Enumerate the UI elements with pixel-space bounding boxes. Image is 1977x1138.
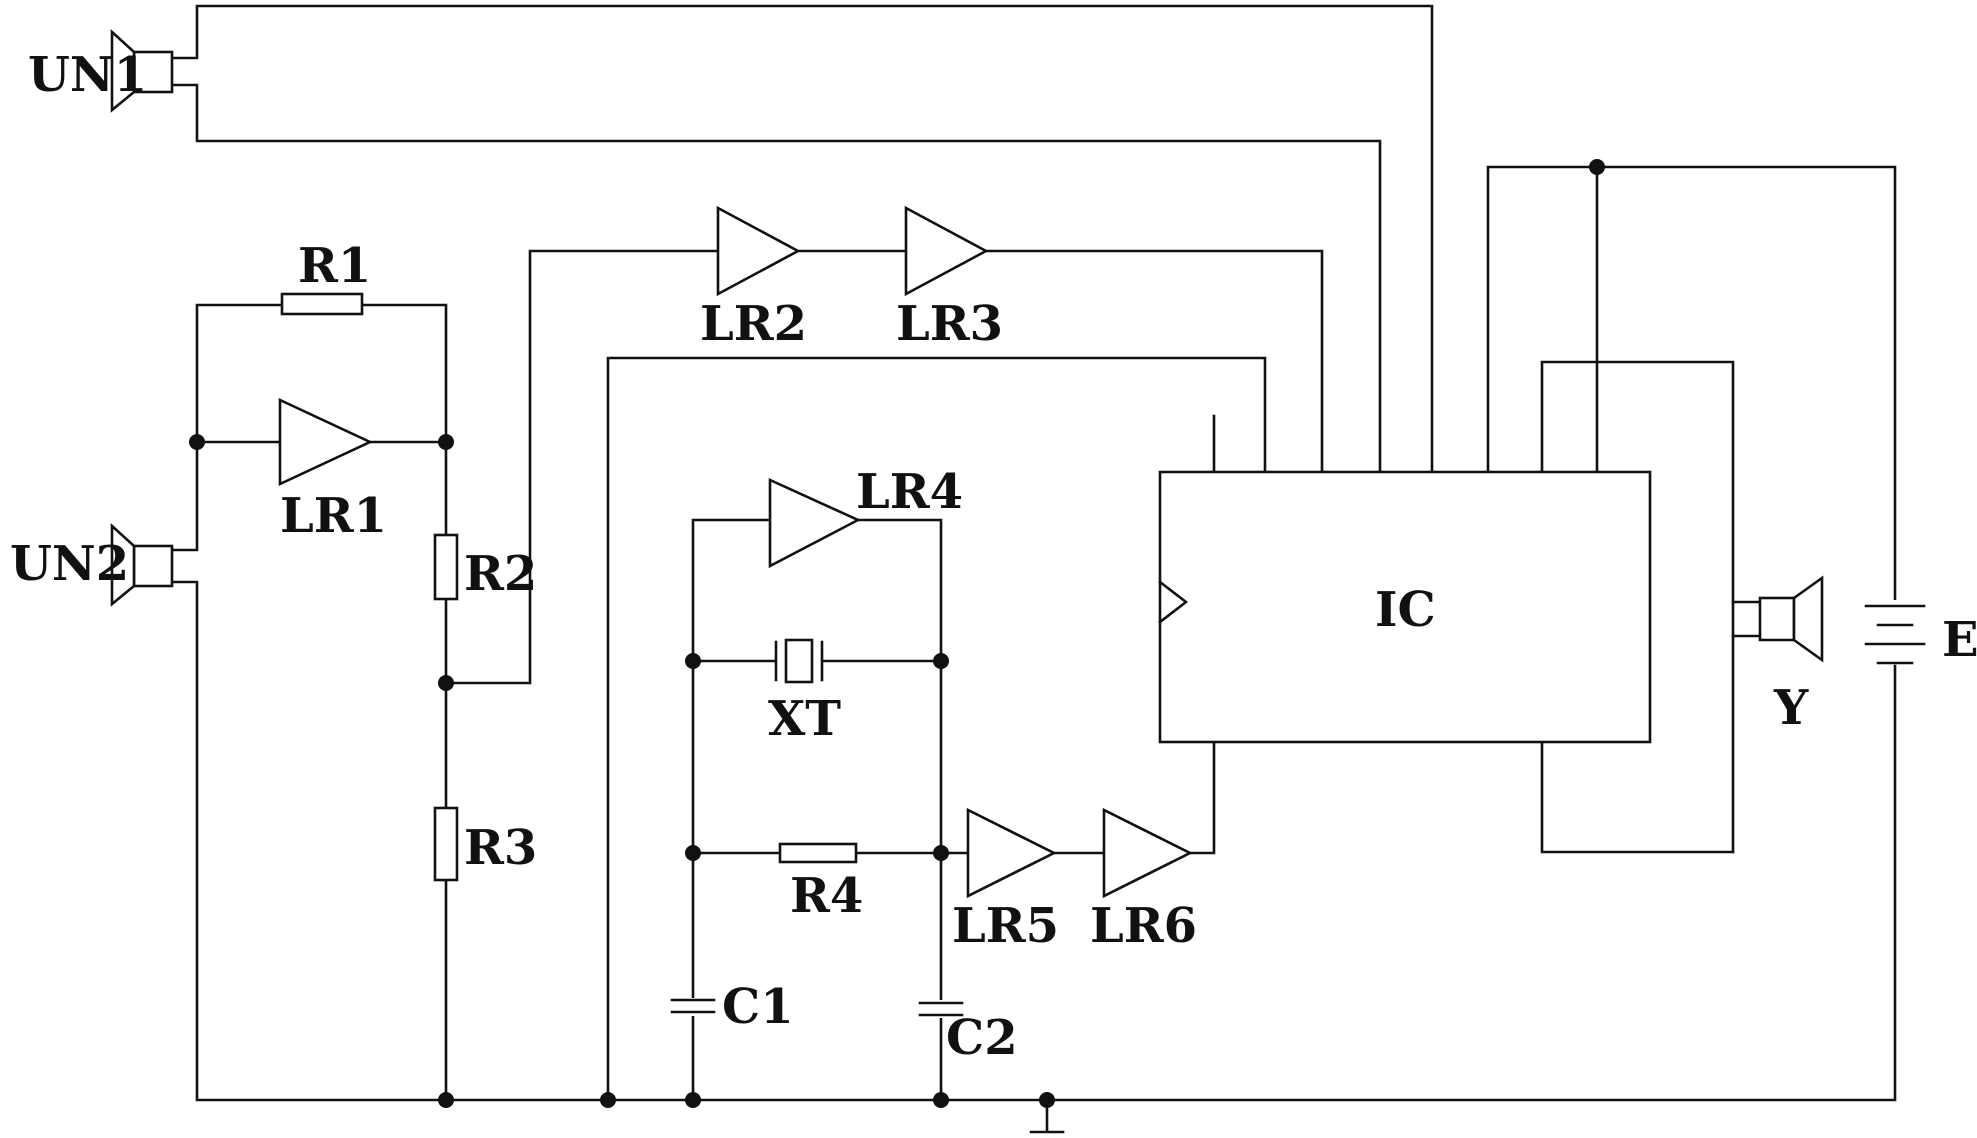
wire-osc-left <box>691 518 772 1102</box>
lr6-triangle <box>1102 807 1193 899</box>
c2-label: C2 <box>946 1010 1018 1066</box>
speaker-y: Y <box>1758 575 1824 736</box>
resistor-r3: R3 <box>433 806 537 882</box>
junction-dot <box>1589 159 1605 175</box>
junction-dot <box>685 1092 701 1108</box>
wire-un2-bottom <box>170 580 1897 1102</box>
wire-ic-to-speaker-bottom <box>1540 740 1735 854</box>
microphone-un2: UN2 <box>10 523 174 607</box>
lr4-label: LR4 <box>856 464 963 520</box>
wire-lr6-to-ic <box>1188 740 1216 855</box>
amplifier-lr4: LR4 <box>768 464 963 569</box>
xt-body <box>784 638 814 684</box>
lr2-label: LR2 <box>700 296 807 352</box>
wire-un1-top <box>170 4 1434 474</box>
r4-label: R4 <box>790 868 863 924</box>
un1-cone <box>110 29 136 113</box>
r2-label: R2 <box>464 546 537 602</box>
microphone-un1: UN1 <box>28 29 174 113</box>
wire-ic-to-speaker-top <box>1540 360 1735 854</box>
amplifier-lr5: LR5 <box>952 807 1059 954</box>
ic-notch <box>1158 580 1189 624</box>
r2-body <box>433 533 459 601</box>
r1-label: R1 <box>298 238 371 294</box>
junction-dot <box>600 1092 616 1108</box>
lr2-triangle <box>716 205 801 297</box>
lr5-label: LR5 <box>952 898 1059 954</box>
capacitor-c1: C1 <box>670 979 794 1035</box>
speaker-rect <box>1758 596 1796 642</box>
amplifier-lr3: LR3 <box>896 205 1003 352</box>
lr5-triangle <box>966 807 1057 899</box>
amplifier-lr1: LR1 <box>278 397 387 544</box>
wire-un2-top <box>170 440 199 552</box>
wire-lr3-to-ic <box>984 249 1324 474</box>
junction-dot <box>1039 1092 1055 1108</box>
junction-dot <box>438 434 454 450</box>
un1-rect <box>132 50 174 94</box>
xt-label: XT <box>768 691 841 747</box>
junction-dot <box>438 675 454 691</box>
r1-body <box>280 292 364 316</box>
battery-e: E <box>1862 600 1977 668</box>
resistor-r1: R1 <box>280 238 371 316</box>
crystal-xt: XT <box>768 638 841 747</box>
junction-dot <box>438 1092 454 1108</box>
r3-label: R3 <box>464 820 537 876</box>
resistor-r4: R4 <box>778 842 863 924</box>
junction-dot <box>189 434 205 450</box>
wire-ground-to-ic <box>606 356 1267 1102</box>
battery-label: E <box>1942 612 1977 668</box>
lr1-triangle <box>278 397 374 487</box>
wire-power-bus <box>1486 165 1897 604</box>
ic-label: IC <box>1375 582 1436 638</box>
r3-body <box>433 806 459 882</box>
lr1-label: LR1 <box>280 488 387 544</box>
wire-osc-right <box>856 518 943 1102</box>
un2-rect <box>132 544 174 588</box>
speaker-cone <box>1792 575 1824 663</box>
lr3-label: LR3 <box>896 296 1003 352</box>
lr6-label: LR6 <box>1090 898 1197 954</box>
lr3-triangle <box>904 205 989 297</box>
speaker-label: Y <box>1773 680 1809 736</box>
resistor-r2: R2 <box>433 533 537 602</box>
r4-body <box>778 842 858 864</box>
junction-dot <box>933 653 949 669</box>
junctions <box>189 159 1605 1108</box>
capacitor-c2: C2 <box>918 1000 1018 1066</box>
ic-body <box>1158 470 1652 744</box>
junction-dot <box>933 1092 949 1108</box>
junction-dot <box>685 845 701 861</box>
wire-tap-to-lr2 <box>444 249 720 685</box>
un1-label: UN1 <box>28 47 147 103</box>
ic-block: IC <box>1158 470 1652 744</box>
un2-cone <box>110 523 136 607</box>
junction-dot <box>685 653 701 669</box>
wires <box>170 4 1897 1134</box>
wire-un1-bottom <box>170 83 1382 474</box>
junction-dot <box>933 845 949 861</box>
amplifier-lr6: LR6 <box>1090 807 1197 954</box>
amplifier-lr2: LR2 <box>700 205 807 352</box>
lr4-triangle <box>768 477 861 569</box>
c1-label: C1 <box>722 979 794 1035</box>
un2-label: UN2 <box>10 536 129 592</box>
